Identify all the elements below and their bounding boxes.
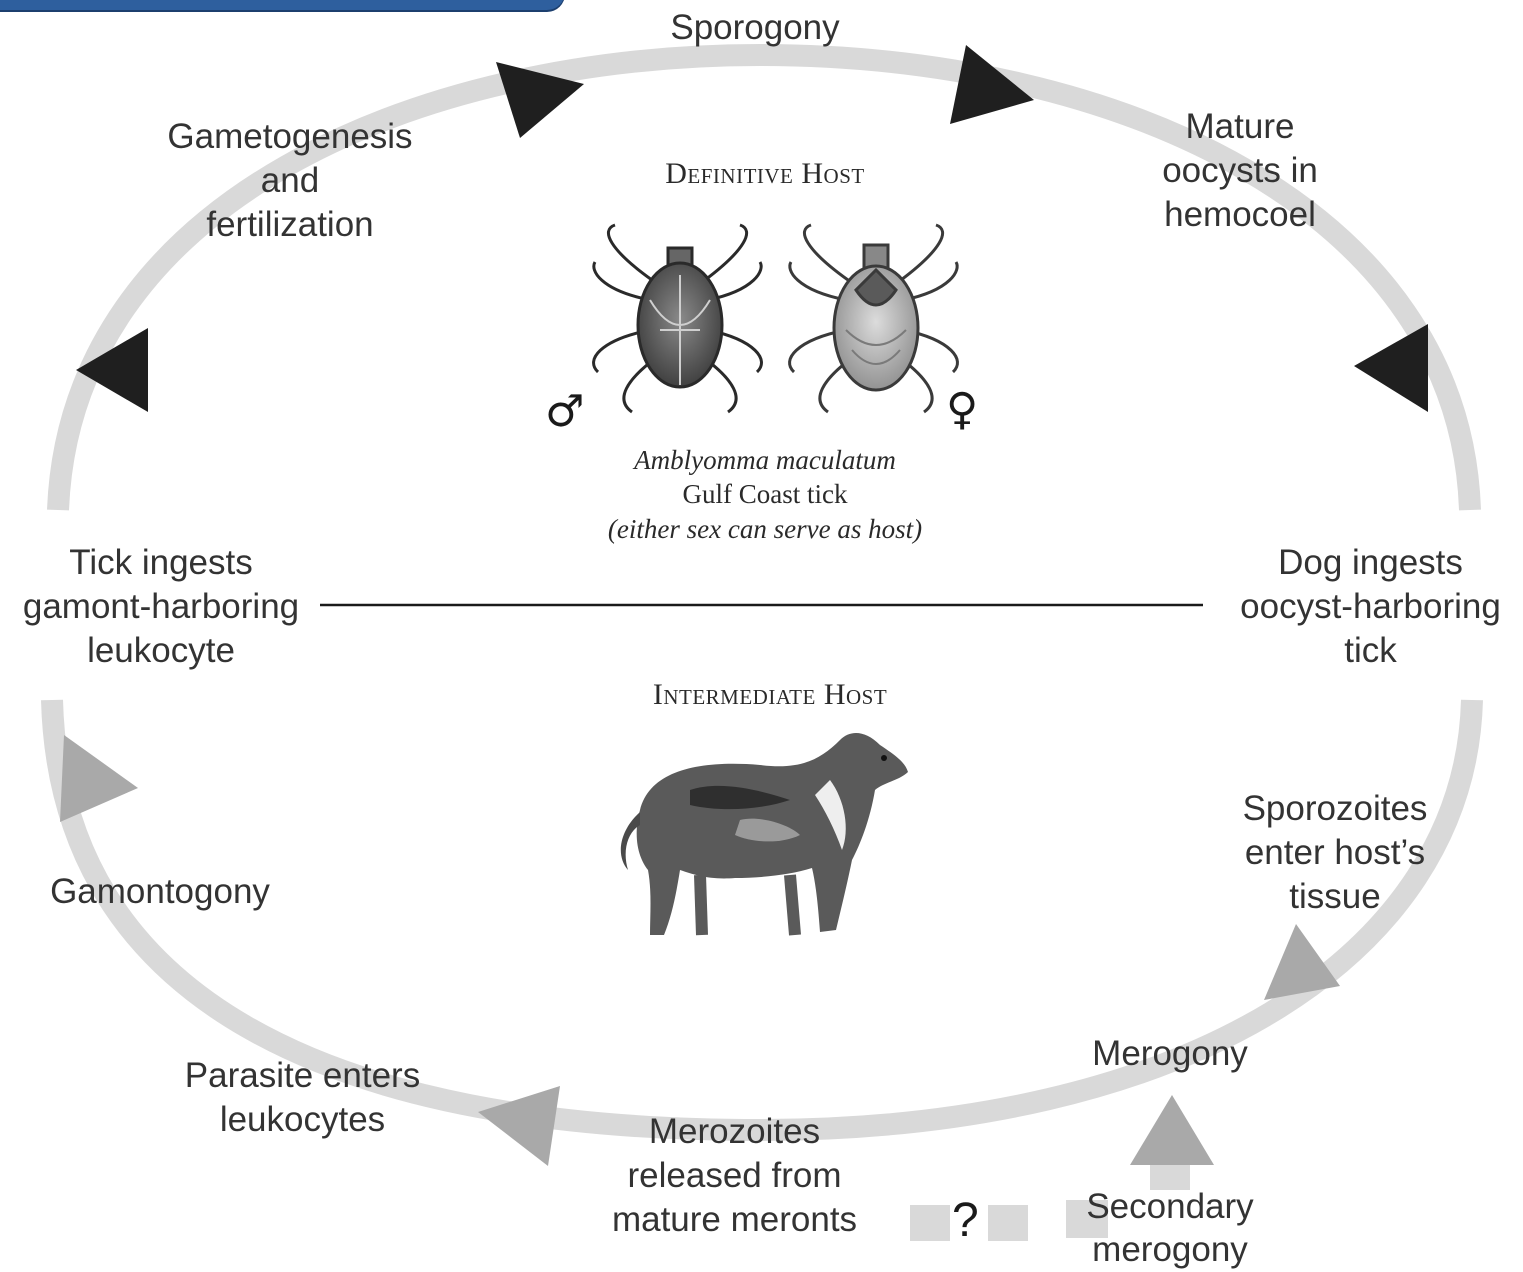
label-secondary-merogony: Secondary merogony (1086, 1187, 1254, 1269)
arrow-mature-oocysts-icon (1354, 324, 1428, 412)
intermediate-host-title: Intermediate Host (652, 678, 888, 711)
female-symbol-icon: ♀ (946, 384, 979, 435)
label-merozoites: Merozoites released from mature meronts (611, 1112, 858, 1239)
label-tick-ingests: Tick ingests gamont-harboring leukocyte (22, 543, 300, 670)
arrow-gamontogony-icon (60, 735, 138, 822)
label-merogony: Merogony (1092, 1034, 1248, 1073)
male-symbol-icon: ♂ (545, 386, 585, 437)
label-gametogenesis: Gametogenesis and fertilization (167, 117, 413, 244)
uncertain-mark: ? (952, 1194, 979, 1247)
arrow-to-sporogony-icon (496, 62, 584, 138)
arrow-from-sporogony-icon (950, 45, 1034, 124)
label-sporozoites: Sporozoites enter host’s tissue (1242, 789, 1428, 916)
definitive-host-title: Definitive Host (665, 157, 865, 190)
label-dog-ingests: Dog ingests oocyst-harboring tick (1240, 543, 1501, 670)
arrow-merozoites-icon (478, 1086, 560, 1166)
species-common-name: Gulf Coast tick (682, 479, 848, 509)
secondary-link-bar (910, 1205, 950, 1241)
label-sporogony: Sporogony (670, 8, 840, 47)
secondary-link-bar (988, 1205, 1028, 1241)
definitive-cycle-track (47, 43, 1481, 511)
label-parasite-enters: Parasite enters leukocytes (184, 1056, 421, 1139)
secondary-link-bar (1066, 1200, 1108, 1238)
male-tick-icon (592, 223, 763, 414)
arrow-sporozoites-icon (1264, 924, 1340, 1000)
header-bar (0, 0, 565, 10)
dog-icon (620, 733, 908, 936)
label-gamontogony: Gamontogony (50, 872, 270, 911)
species-name: Amblyomma maculatum (634, 445, 896, 475)
label-mature-oocysts: Mature oocysts in hemocoel (1162, 107, 1318, 234)
female-tick-icon (788, 223, 959, 414)
intermediate-cycle-track (41, 699, 1483, 1142)
host-note: (either sex can serve as host) (607, 514, 923, 544)
arrow-gametogenesis-icon (76, 328, 148, 412)
arrow-secondary-merogony-icon (1130, 1095, 1214, 1165)
